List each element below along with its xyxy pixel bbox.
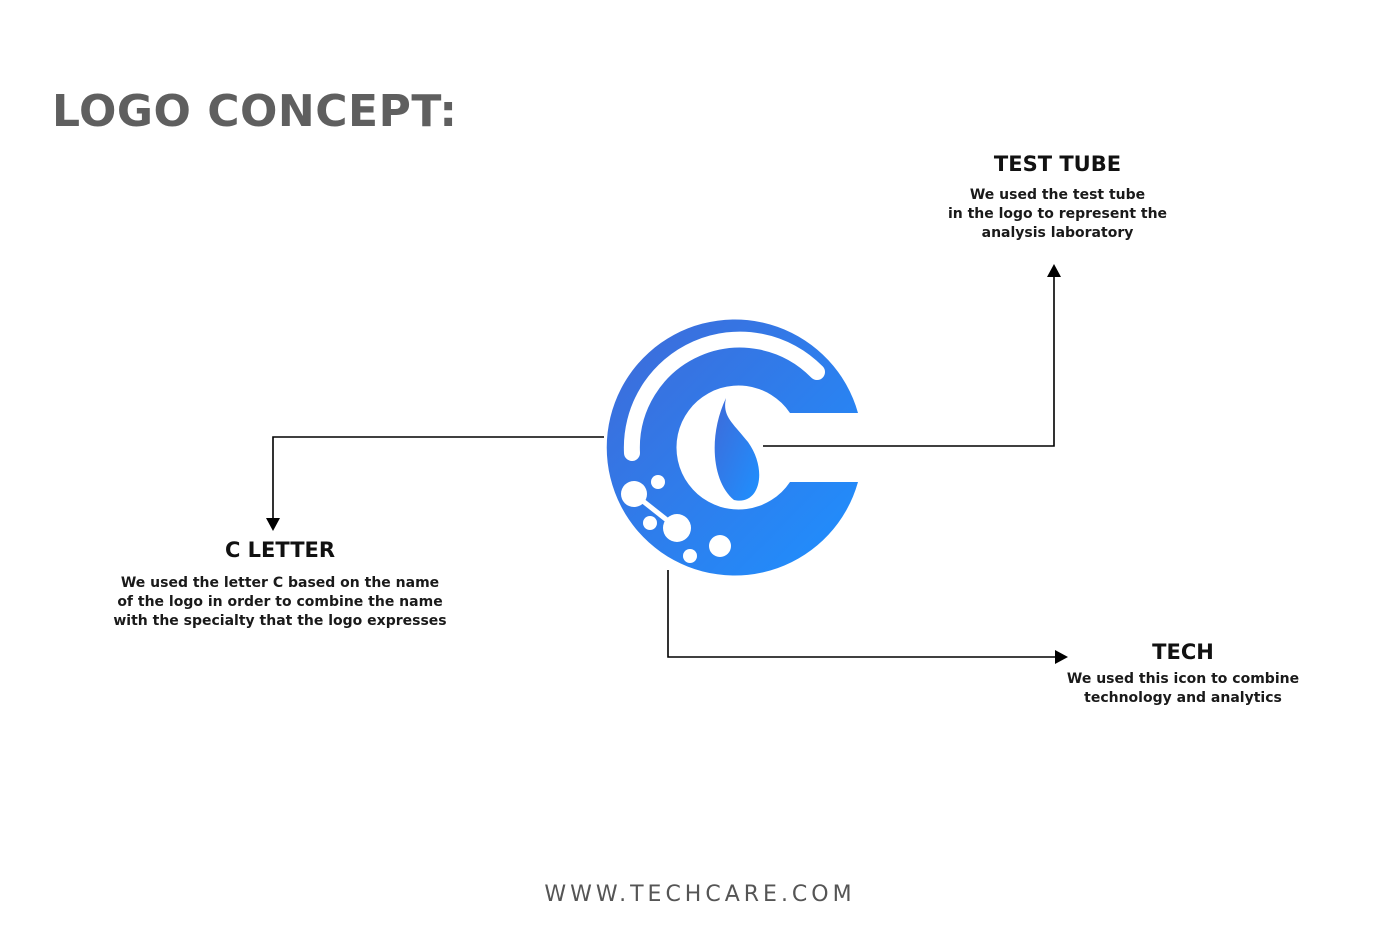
description-line: analysis laboratory	[981, 225, 1134, 241]
tech-arrow	[667, 570, 1068, 664]
description-line: We used this icon to combine	[1066, 671, 1300, 687]
description-line: with the specialty that the logo express…	[113, 613, 447, 629]
test-tube-annotation: TEST TUBE We used the test tube in the l…	[930, 152, 1185, 243]
inner-arc	[623, 331, 825, 461]
c-letter-heading: C LETTER	[224, 538, 336, 562]
c-letter-arrow	[266, 436, 604, 531]
footer-url: WWW.TECHCARE.COM	[544, 882, 856, 907]
description-line: We used the letter C based on the name	[120, 575, 440, 591]
c-letter-description: We used the letter C based on the name o…	[110, 574, 450, 631]
description-line: in the logo to represent the	[947, 206, 1168, 222]
test-tube-arrow	[763, 264, 1061, 447]
description-line: technology and analytics	[1084, 690, 1282, 706]
description-line: of the logo in order to combine the name	[117, 594, 443, 610]
c-letter-annotation: C LETTER We used the letter C based on t…	[110, 538, 450, 631]
page-title: LOGO CONCEPT:	[52, 86, 458, 137]
tech-heading: TECH	[1152, 640, 1214, 664]
tech-description: We used this icon to combine technology …	[1058, 670, 1308, 708]
logo-mark	[606, 319, 858, 576]
description-line: We used the test tube	[969, 187, 1146, 203]
test-tube-drop-icon	[714, 398, 760, 501]
c-letter-shape	[606, 319, 858, 576]
molecule-icon	[621, 475, 731, 563]
tech-annotation: TECH We used this icon to combine techno…	[1058, 640, 1308, 708]
test-tube-description: We used the test tube in the logo to rep…	[930, 186, 1185, 243]
test-tube-heading: TEST TUBE	[993, 152, 1122, 176]
